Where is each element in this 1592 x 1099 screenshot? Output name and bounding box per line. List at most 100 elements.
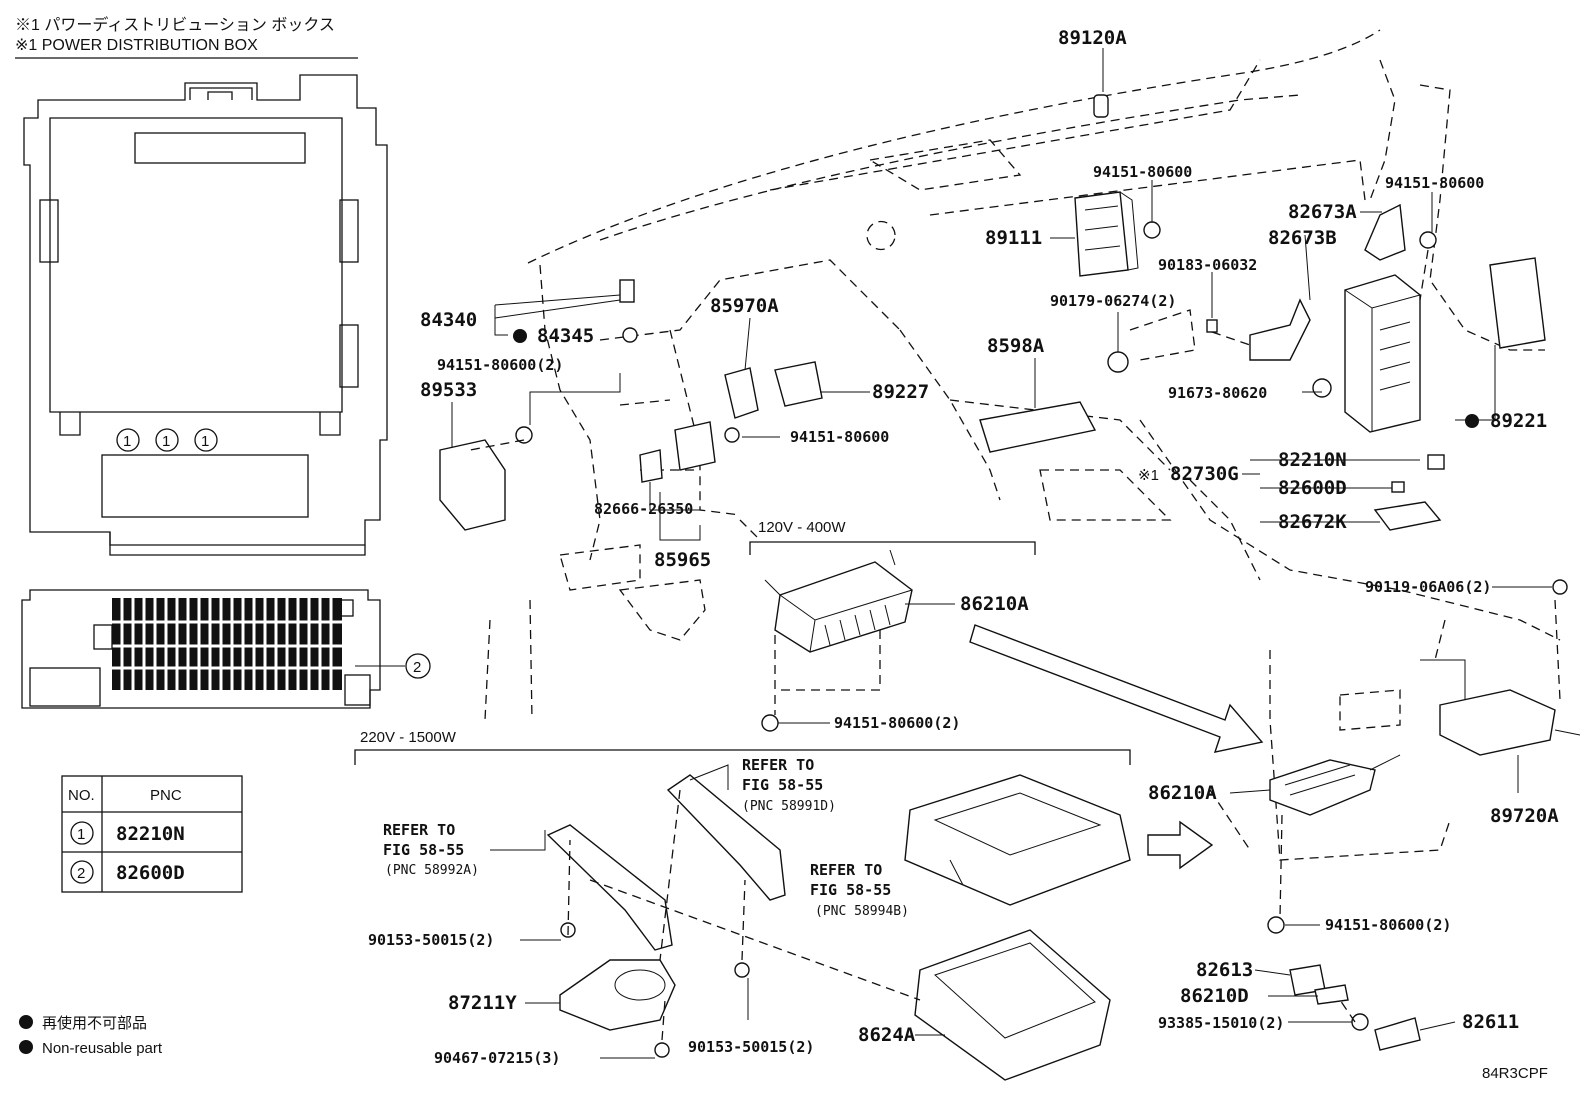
legend-english: Non-reusable part [42, 1040, 163, 1057]
svg-text:(PNC 58992A): (PNC 58992A) [385, 863, 479, 878]
callout-89221: 89221 [1490, 410, 1547, 432]
callout-84340: 84340 [420, 309, 477, 331]
plate-89221 [1489, 257, 1546, 349]
power-distribution-box-top-view [23, 74, 388, 556]
callout-89111: 89111 [985, 227, 1042, 249]
clamp-90179 [1107, 351, 1129, 373]
sensor-89533 [439, 439, 506, 531]
bracket-82673a [1364, 203, 1406, 261]
clip-89120a [1093, 94, 1109, 118]
callout-90183-06032: 90183-06032 [1158, 256, 1257, 274]
circled-number-icon: 1 [194, 428, 218, 452]
module-89111 [1074, 191, 1139, 277]
circled-number-icon: 2 [405, 653, 431, 679]
callout-84345: 84345 [537, 325, 594, 347]
svg-text:82210N: 82210N [116, 823, 185, 845]
nut-94151-a [1143, 221, 1161, 239]
table-header-no: NO. [68, 787, 95, 804]
bracket-58991d [666, 774, 786, 901]
svg-text:1: 1 [201, 433, 209, 450]
cover-82672k [1373, 501, 1442, 531]
callout-86210d: 86210D [1180, 985, 1249, 1007]
svg-text:REFER TO: REFER TO [810, 861, 882, 879]
filled-circle-icon [19, 1015, 33, 1029]
callout-82672k: 82672K [1278, 511, 1347, 533]
filled-circle-icon [1465, 414, 1479, 428]
fuse-82600d [1391, 481, 1405, 493]
svg-text:2: 2 [413, 659, 421, 676]
callout-93385-15010: 93385-15010(2) [1158, 1014, 1284, 1032]
svg-text:(PNC 58994B): (PNC 58994B) [815, 904, 909, 919]
callout-94151-80600: 94151-80600 [790, 428, 889, 446]
callout-90467-07215: 90467-07215(3) [434, 1049, 560, 1067]
table-row: 2 82600D [70, 860, 185, 884]
voltage-upper-label: 120V - 400W [758, 519, 846, 536]
callout-82673a: 82673A [1288, 201, 1357, 223]
inverter-86210a-upper [764, 549, 913, 653]
bracket-82673b [1249, 298, 1311, 361]
callout-82666-26350: 82666-26350 [594, 500, 693, 518]
ecu-89221 [1344, 274, 1421, 433]
nut-94151-f [1267, 916, 1285, 934]
duct-87211y [559, 959, 676, 1031]
callout-89720a: 89720A [1490, 805, 1559, 827]
legend-japanese: 再使用不可部品 [42, 1015, 147, 1032]
svg-text:FIG 58-55: FIG 58-55 [383, 841, 464, 859]
voltage-upper-bracket [749, 541, 1036, 555]
callout-82210n: 82210N [1278, 449, 1347, 471]
svg-text:REFER TO: REFER TO [383, 821, 455, 839]
nut-90183 [1206, 319, 1218, 333]
callout-82613: 82613 [1196, 959, 1253, 981]
callout-89533: 89533 [420, 379, 477, 401]
filled-circle-icon [513, 329, 527, 343]
nut-94151-c [515, 426, 533, 444]
figure-code: 84R3CPF [1482, 1065, 1548, 1082]
arrow-icon [1147, 820, 1214, 870]
callout-82600d: 82600D [1278, 477, 1347, 499]
inverter-86210a-lower [1269, 754, 1401, 816]
callout-90153-50015: 90153-50015(2) [688, 1038, 814, 1056]
power-distribution-box-side-view [21, 589, 381, 709]
svg-text:2: 2 [77, 865, 85, 882]
svg-text:FIG 58-55: FIG 58-55 [810, 881, 891, 899]
callout-94151-80600-2: 94151-80600(2) [1325, 916, 1451, 934]
connector-85970a [724, 367, 759, 419]
callout-90153-50015: 90153-50015(2) [368, 931, 494, 949]
voltage-lower-label: 220V - 1500W [360, 729, 457, 746]
leader-lines [451, 48, 1552, 1059]
unit-89720a [1420, 659, 1581, 756]
callout-87211y: 87211Y [448, 992, 517, 1014]
svg-text:(PNC 58991D): (PNC 58991D) [742, 799, 836, 814]
instrument-panel-outline [484, 29, 1561, 861]
filled-circle-icon [19, 1040, 33, 1054]
callout-89120a: 89120A [1058, 27, 1127, 49]
clip-90467 [654, 1042, 670, 1058]
refer-to-58994b: REFER TO FIG 58-55 (PNC 58994B) [810, 861, 909, 919]
callout-94151-80600-2: 94151-80600(2) [834, 714, 960, 732]
table-header-pnc: PNC [150, 787, 182, 804]
svg-text:1: 1 [123, 433, 131, 450]
callout-94151-80600: 94151-80600 [1385, 174, 1484, 192]
circled-number-icon: 1 [116, 428, 140, 452]
bolt-90119 [1552, 579, 1568, 595]
callout-85970a: 85970A [710, 295, 779, 317]
refer-to-58992a: REFER TO FIG 58-55 (PNC 58992A) [383, 821, 479, 878]
legend: 再使用不可部品 Non-reusable part [19, 1015, 163, 1057]
nut-94151-d [724, 427, 740, 443]
callout-86210a: 86210A [1148, 782, 1217, 804]
bracket-86210d [1314, 984, 1349, 1005]
arrow-icon [969, 624, 1264, 753]
nut-94151-b [1419, 231, 1437, 249]
svg-text:82600D: 82600D [116, 862, 185, 884]
bolt-91673 [1312, 378, 1332, 398]
callout-90179-06274: 90179-06274(2) [1050, 292, 1176, 310]
nut-94151-e [761, 714, 779, 732]
bracket-82611 [1374, 1017, 1421, 1051]
screw-90153-b [734, 962, 750, 978]
svg-text:1: 1 [77, 826, 85, 843]
refer-to-58991d: REFER TO FIG 58-55 (PNC 58991D) [742, 756, 836, 814]
callout-82730g: 82730G [1170, 463, 1239, 485]
box-8598a [979, 401, 1097, 453]
callout-82611: 82611 [1462, 1011, 1519, 1033]
callout-85965: 85965 [654, 549, 711, 571]
